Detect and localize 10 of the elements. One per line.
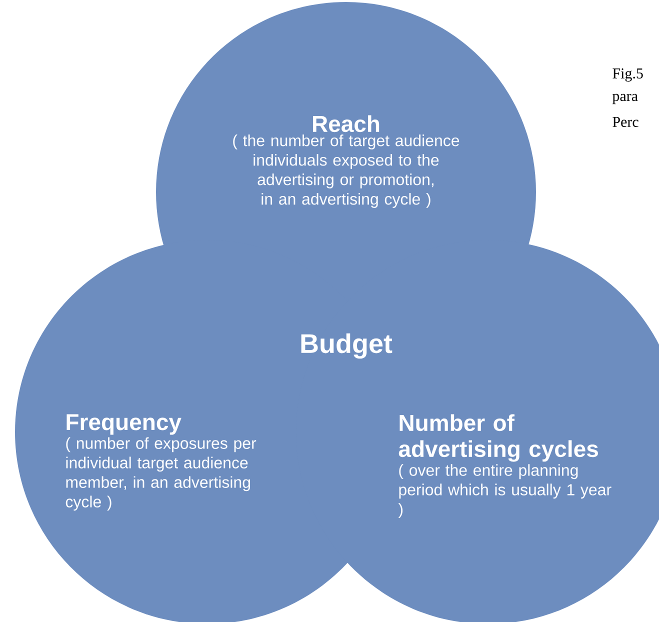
node-label: ( number of exposures per individual target audience member, in an advertising cycle ): [66, 437, 256, 511]
caption-text: para: [612, 94, 638, 104]
node-label: ( the number of target audience individuals exposed to the advertising or promotion, in an advertising cycle ): [233, 134, 460, 208]
node-label: Reach: [313, 115, 380, 132]
center-label: Budget: [301, 333, 392, 359]
node-label: ( over the entire planning period which is usually 1 year ): [398, 464, 612, 518]
node-label: Frequency: [66, 414, 182, 435]
caption-text: Fig.5: [612, 68, 643, 82]
caption-text: Perc: [612, 117, 638, 127]
node-label: Number of advertising cycles: [398, 414, 598, 462]
